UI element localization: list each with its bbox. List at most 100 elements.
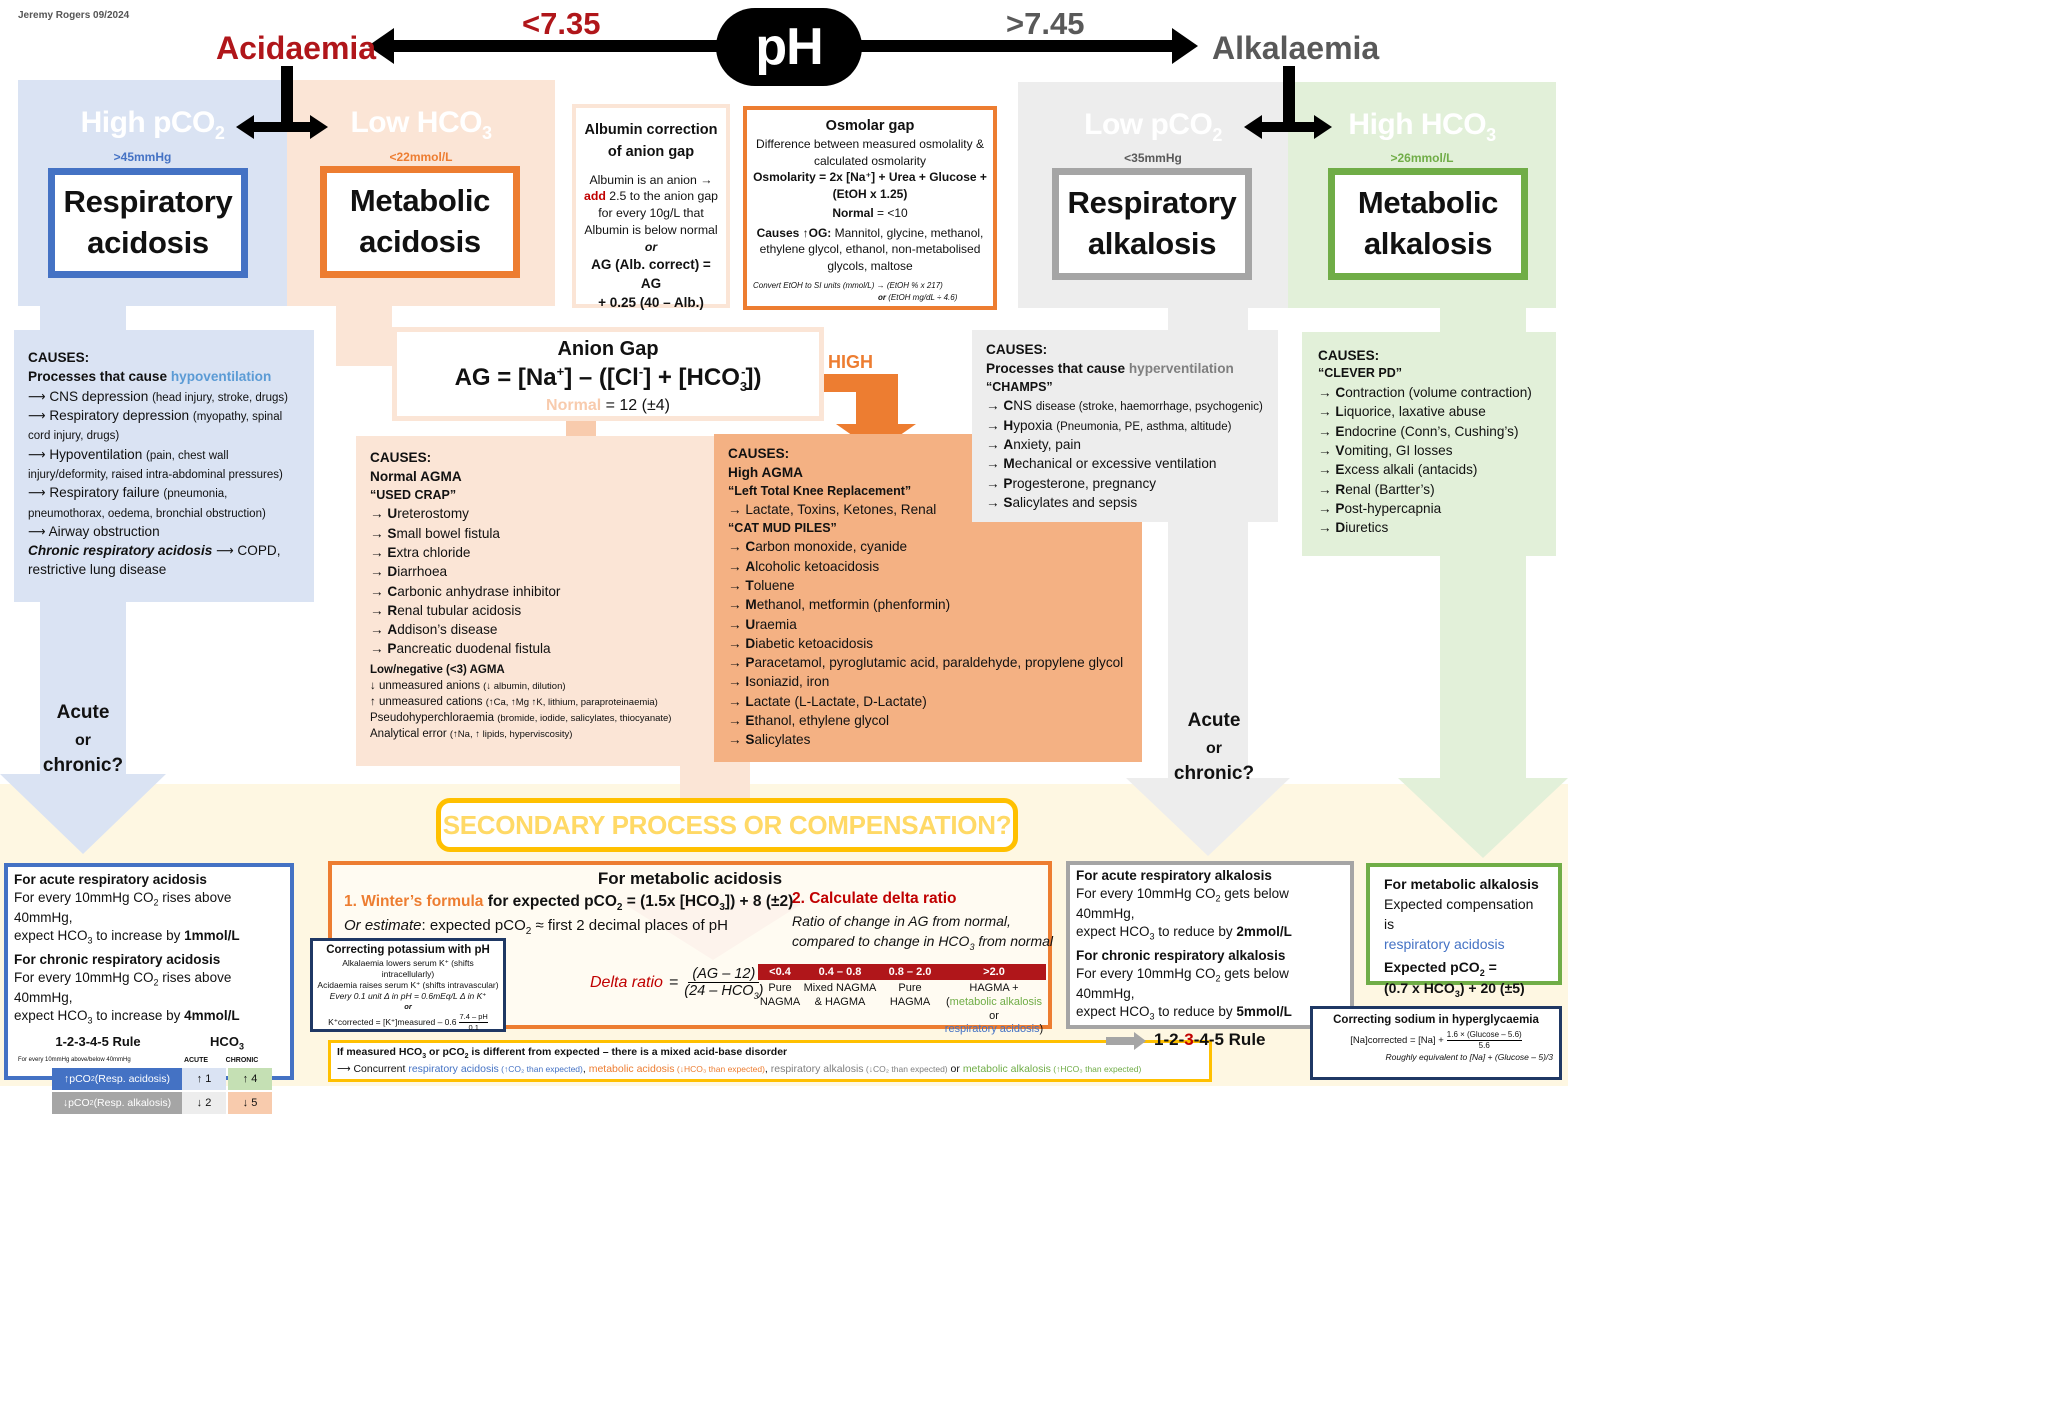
hagma-item: → Salicylates [728, 732, 811, 748]
sodium-formula: [Na]corrected = [Na] +1.6 × (Glucose – 5… [1350, 1029, 1522, 1051]
nagma-item: → Pancreatic duodenal fistula [370, 641, 551, 657]
hagma-item: → Isoniazid, iron [728, 674, 830, 690]
ra-cause-resp-depression: ⟶ Respiratory depression (myopathy, spin… [28, 407, 283, 443]
low-hco3-heading: Low HCO3 [350, 106, 492, 143]
mixed-line-2: ⟶ Concurrent respiratory acidosis (↑CO₂ … [337, 1063, 1142, 1076]
delta-ratio-desc: Ratio of change in AG from normal,compar… [792, 913, 1054, 952]
high-hco3-heading: High HCO3 [1348, 108, 1496, 145]
ralk-item: → Hypoxia (Pneumonia, PE, asthma, altitu… [986, 417, 1232, 433]
hagma-item: → Lactate (L-Lactate, D-Lactate) [728, 693, 927, 709]
comp-malk-formula-2: (0.7 x HCO3) + 20 (±5) [1384, 980, 1525, 999]
met-acidosis-stem [336, 306, 392, 366]
resp-alkalosis-arrow-head [1126, 778, 1290, 856]
ra-cause-cns: ⟶ CNS depression (head injury, stroke, d… [28, 388, 289, 404]
anion-gap-formula: AG = [Na+] – ([Cl-] + [HCO3-]) [454, 364, 762, 395]
sodium-l2: Roughly equivalent to [Na] + (Glucose – … [1385, 1051, 1554, 1062]
resp-alkalosis-causes: CAUSES: Processes that cause hyperventil… [972, 330, 1278, 522]
malk-item: → Liquorice, laxative abuse [1318, 404, 1486, 420]
alk-double-arrow-left [1244, 115, 1262, 139]
nagma-item: → Ureterostomy [370, 506, 469, 522]
rule-v11: ↑ 1 [182, 1068, 226, 1091]
albumin-or: or [644, 240, 658, 255]
hagma-sub: High AGMA [728, 465, 804, 481]
ralk-causes-process: Processes that cause hyperventilation [986, 361, 1234, 377]
albumin-line-4: Albumin is below normal [584, 223, 718, 238]
malk-item: → Contraction (volume contraction) [1318, 385, 1532, 401]
alk-double-arrow-right [1314, 115, 1332, 139]
albumin-line-2: 2.5 to the anion gap [605, 189, 718, 204]
osmolar-formula-2: (EtOH x 1.25) [832, 186, 908, 201]
comp-resp-acidosis: For acute respiratory acidosis For every… [4, 863, 294, 1115]
dr-range-2: 0.4 – 0.8 [802, 964, 878, 980]
ra-causes-process: Processes that cause hypoventilation [28, 369, 272, 385]
comp-resp-alkalosis: For acute respiratory alkalosis For ever… [1066, 861, 1354, 1050]
potassium-l2: Acidaemia raises serum K⁺ (shifts intrav… [317, 980, 499, 991]
low-pco2-range: <35mmHg [1124, 151, 1182, 165]
osmolar-causes-3: glycols, maltose [827, 258, 913, 273]
nagma-title: CAUSES: [370, 450, 432, 465]
comp-ma-title: For metabolic acidosis [597, 869, 783, 888]
osmolar-conversion-2: (EtOH mg/dL ÷ 4.6) [886, 292, 958, 302]
anion-gap-title: Anion Gap [557, 338, 659, 360]
nagma-list: → Ureterostomy→ Small bowel fistula→ Ext… [370, 504, 702, 658]
alkalaemia-label: Alkalaemia [1212, 30, 1380, 66]
comp-ra-chronic-text: For every 10mmHg CO2 rises above 40mmHg,… [14, 970, 240, 1027]
hagma-item: → Diabetic ketoacidosis [728, 635, 874, 651]
osmolar-causes-1: Mannitol, glycine, methanol, [831, 225, 984, 240]
comp-met-alkalosis: For metabolic alkalosis Expected compens… [1366, 863, 1562, 999]
winters-formula: 1. Winter’s formula for expected pCO2 = … [344, 893, 794, 914]
ra-chronic: Chronic respiratory acidosis ⟶ COPD,rest… [28, 543, 281, 578]
met-alkalosis-causes: CAUSES: “CLEVER PD” → Contraction (volum… [1302, 332, 1556, 556]
sodium-box: Correcting sodium in hyperglycaemia [Na]… [1310, 1006, 1562, 1080]
resp-alkalosis-arrow-shaft [1168, 520, 1248, 780]
hagma-item: → Methanol, metformin (phenformin) [728, 597, 951, 613]
dr-range-1: <0.4 [758, 964, 802, 980]
osmolar-causes-label: Causes ↑OG: [756, 225, 832, 240]
osmolar-causes-2: ethylene glycol, ethanol, non-metabolise… [759, 242, 981, 257]
mixed-line-1: If measured HCO3 or pCO2 is different fr… [337, 1046, 788, 1061]
malk-item: → Diuretics [1318, 520, 1389, 536]
dr-range-4: >2.0 [942, 964, 1046, 980]
hagma-item: → Paracetamol, pyroglutamic acid, parald… [728, 655, 1124, 671]
malk-item: → Post-hypercapnia [1318, 500, 1442, 516]
anion-gap-normal-label: Normal [546, 397, 602, 415]
ralk-item: → Progesterone, pregnancy [986, 475, 1157, 491]
high-hco3-range: >26mmol/L [1390, 151, 1454, 165]
nagma-sub: Normal AGMA [370, 469, 462, 485]
ra-cause-airway: ⟶ Airway obstruction [28, 523, 160, 539]
dr-range-3: 0.8 – 2.0 [878, 964, 942, 980]
comp-ralk-chronic-text: For every 10mmHg CO2 gets below 40mmHg,e… [1076, 966, 1292, 1023]
alk-connector [1283, 66, 1295, 128]
nagma-item: → Small bowel fistula [370, 525, 500, 541]
ralk-item: → CNS disease (stroke, haemorrhage, psyc… [986, 398, 1263, 414]
ralk-item: → Mechanical or excessive ventilation [986, 456, 1217, 472]
high-ag-label: HIGH [828, 352, 873, 372]
malk-item: → Vomiting, GI losses [1318, 442, 1453, 458]
rule-arrow-icon-head [1134, 1031, 1146, 1050]
ralk-mnemonic: “CHAMPS” [986, 379, 1053, 394]
nagma-causes: CAUSES: Normal AGMA “USED CRAP” → Ureter… [356, 436, 716, 766]
malk-item: → Renal (Bartter’s) [1318, 481, 1435, 497]
rule-v22: ↓ 5 [228, 1092, 272, 1115]
low-agma-2: ↑ unmeasured cations (↑Ca, ↑Mg ↑K, lithi… [370, 696, 658, 709]
osmolar-conversion-or: or [878, 292, 886, 302]
low-agma-title: Low/negative (<3) AGMA [370, 663, 505, 676]
ph-axis-right-arrow [1172, 28, 1198, 64]
hagma-item: → Carbon monoxide, cyanide [728, 539, 908, 555]
comp-ralk-chronic-title: For chronic respiratory alkalosis [1076, 948, 1286, 964]
malk-mnemonic: “CLEVER PD” [1318, 366, 1403, 381]
low-hco3-range: <22mmol/L [389, 150, 453, 164]
ph-low-threshold: <7.35 [522, 6, 601, 41]
potassium-l3: Every 0.1 unit Δ in pH = 0.6mEq/L Δ in K… [329, 991, 487, 1002]
albumin-add: add [583, 189, 606, 204]
rule-col-acute: ACUTE [183, 1056, 209, 1064]
acidaemia-label: Acidaemia [216, 30, 377, 66]
resp-acidosis-arrow-head [0, 774, 166, 854]
